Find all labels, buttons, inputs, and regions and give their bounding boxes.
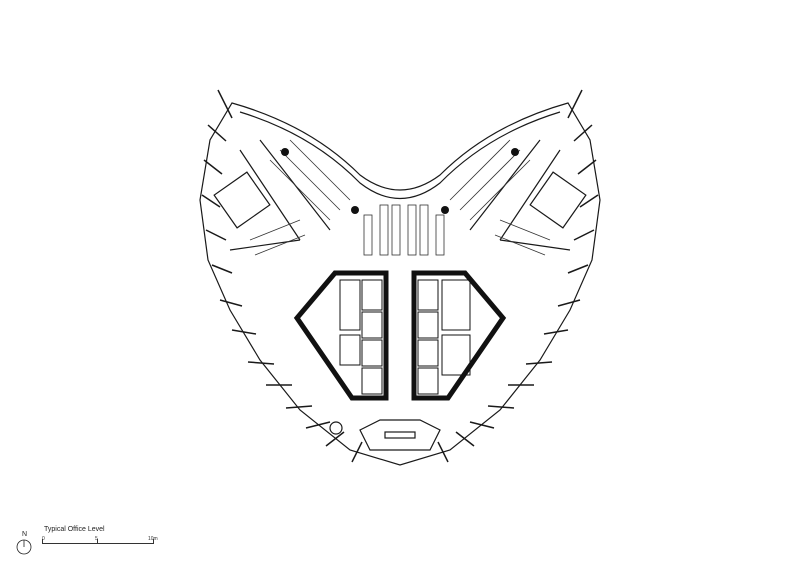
drawing-title: Typical Office Level: [44, 526, 105, 533]
scale-tick-0: 0: [42, 536, 45, 542]
svg-text:N: N: [22, 531, 27, 538]
outer-facade: [199, 102, 601, 466]
north-arrow-icon: N: [16, 531, 32, 555]
scale-bar: [42, 543, 154, 544]
scale-tick-5: 5: [95, 536, 98, 542]
legend: N Typical Office Level 0 5 10m: [14, 526, 214, 561]
scale-tick-10: 10m: [148, 536, 158, 542]
building-core: [293, 270, 507, 401]
